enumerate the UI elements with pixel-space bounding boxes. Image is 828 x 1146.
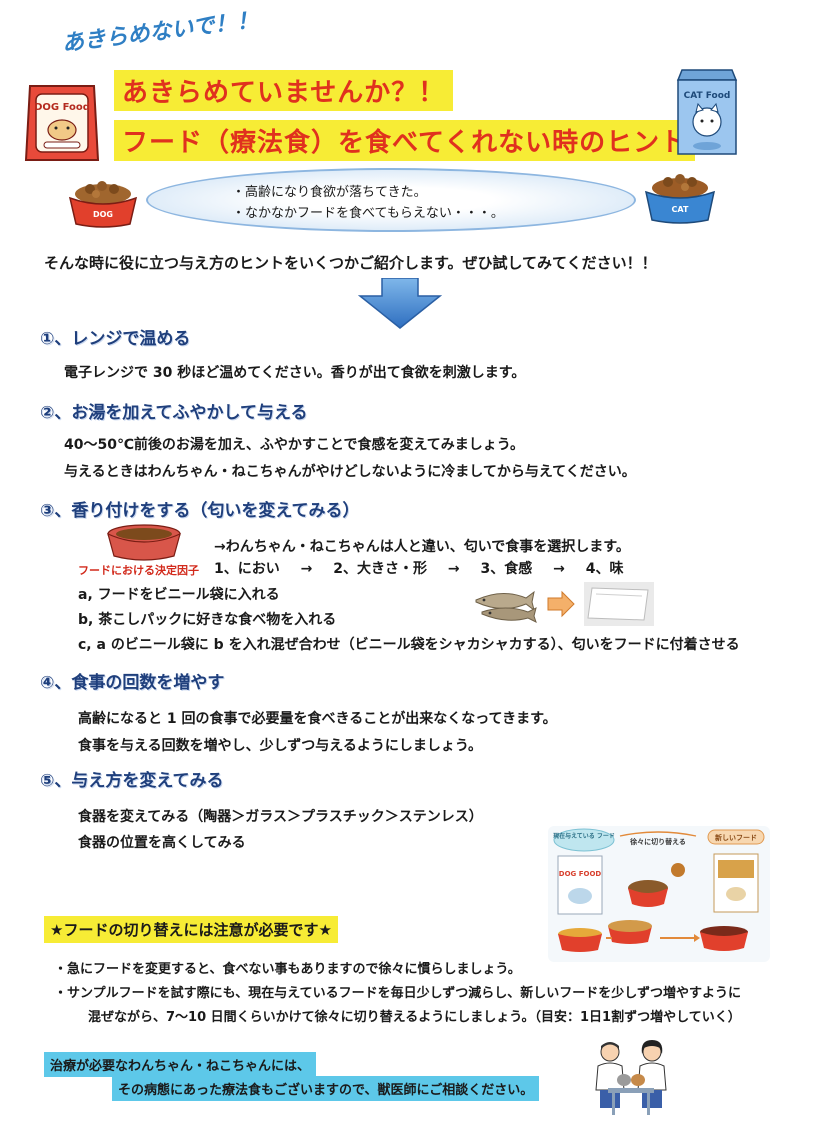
section-3-step-a: a, フードをビニール袋に入れる — [78, 587, 280, 603]
section-1-line-1: 電子レンジで 30 秒ほど温めてください。香りが出て食欲を刺激します。 — [64, 365, 526, 381]
intro-text: そんな時に役に立つ与え方のヒントをいくつかご紹介します。ぜひ試してみてください！… — [44, 254, 657, 272]
pets-on-table-icon — [608, 1074, 654, 1115]
dog-food-bag-label: DOG FOOD — [559, 870, 602, 878]
factor-4: 4、味 — [585, 561, 624, 577]
section-2-line-2: 与えるときはわんちゃん・ねこちゃんがやけどしないように冷ましてから与えてください… — [64, 464, 636, 480]
factor-arrow-2: → — [447, 561, 460, 577]
female-vet-icon — [637, 1040, 667, 1108]
dried-fish-icon — [475, 590, 537, 623]
new-food-label: 新しいフード — [715, 833, 757, 842]
factor-2: 2、大きさ・形 — [333, 561, 427, 577]
factor-label: フードにおける決定因子 — [78, 564, 199, 577]
dog-food-bag-icon: DOG Food — [24, 85, 100, 161]
section-3-step-c: c, a のビニール袋に b を入れ混ぜ合わせ（ビニール袋をシャカシャカする）、… — [78, 637, 740, 653]
dog-bowl-label: DOG — [93, 210, 113, 219]
caution-heading: ★フードの切り替えには注意が必要です★ — [44, 916, 338, 943]
down-arrow-icon — [358, 278, 442, 329]
section-4-heading: ④、食事の回数を増やす — [40, 673, 225, 693]
section-2-heading: ②、お湯を加えてふやかして与える — [40, 403, 308, 423]
gradual-switch-label: 徐々に切り替える — [629, 837, 686, 846]
caution-line-1: ・急にフードを変更すると、食べない事もありますので徐々に慣らしましょう。 — [54, 962, 521, 977]
cat-bowl-label: CAT — [672, 205, 689, 214]
section-1-heading: ①、レンジで温める — [40, 329, 191, 349]
veterinarians-icon — [595, 1040, 667, 1115]
section-5-line-1: 食器を変えてみる（陶器＞ガラス＞プラスチック＞ステンレス） — [78, 809, 483, 825]
tea-bag-icon — [584, 582, 654, 626]
factor-arrow-1: → — [300, 561, 313, 577]
dog-bowl-icon: DOG — [68, 181, 138, 228]
small-title: あきらめないで！！ — [60, 7, 260, 57]
cat-bowl-icon: CAT — [644, 174, 716, 224]
section-3-line-1: →わんちゃん・ねこちゃんは人と違い、匂いで食事を選択します。 — [214, 539, 630, 555]
concern-line-1: ・高齢になり食欲が落ちてきた。 — [232, 185, 427, 200]
cat-food-box-icon: CAT Food — [676, 69, 738, 155]
cat-box-label: CAT Food — [684, 91, 731, 101]
food-bowl-icon — [107, 524, 181, 561]
caution-line-2: ・サンプルフードを試す際にも、現在与えているフードを毎日少しずつ減らし、新しいフ… — [54, 986, 742, 1001]
section-3-heading: ③、香り付けをする（匂いを変えてみる） — [40, 501, 360, 521]
factor-list: 1、におい → 2、大きさ・形 → 3、食感 → 4、味 — [214, 556, 623, 583]
food-switch-illustration: 現在与えている フード 徐々に切り替える 新しいフード DOG FOOD — [548, 826, 770, 962]
concern-line-2: ・なかなかフードを食べてもらえない・・・。 — [232, 206, 504, 221]
footer-line-1: 治療が必要なわんちゃん・ねこちゃんには、 — [44, 1052, 317, 1077]
factor-3: 3、食感 — [480, 561, 533, 577]
concerns-bubble — [146, 168, 636, 232]
current-food-label: 現在与えている フード — [553, 832, 615, 840]
section-5-heading: ⑤、与え方を変えてみる — [40, 771, 224, 791]
section-3-step-b: b, 茶こしパックに好きな食べ物を入れる — [78, 612, 337, 628]
section-2-line-1: 40～50℃前後のお湯を加え、ふやかすことで食感を変えてみましょう。 — [64, 437, 524, 453]
section-4-line-1: 高齢になると 1 回の食事で必要量を食べきることが出来なくなってきます。 — [78, 711, 557, 727]
fish-to-bag-illustration — [475, 582, 654, 626]
footer-line-2: その病態にあった療法食もございますので、獣医師にご相談ください。 — [112, 1076, 540, 1101]
factor-arrow-3: → — [553, 561, 565, 577]
factor-1: 1、におい — [214, 561, 280, 577]
title-line-2: フード（療法食）を食べてくれない時のヒント — [114, 120, 696, 161]
concerns-text: ・高齢になり食欲が落ちてきた。 ・なかなかフードを食べてもらえない・・・。 — [232, 182, 504, 224]
title-line-1: あきらめていませんか？！ — [114, 70, 454, 111]
section-5-line-2: 食器の位置を高くしてみる — [78, 835, 246, 851]
dog-bag-label: DOG Food — [34, 102, 90, 113]
caution-line-3: 混ぜながら、7～10 日間くらいかけて徐々に切り替えるようにしましょう。（目安：… — [88, 1010, 741, 1025]
section-4-line-2: 食事を与える回数を増やし、少しずつ与えるようにしましょう。 — [78, 738, 483, 754]
male-vet-icon — [595, 1042, 625, 1108]
